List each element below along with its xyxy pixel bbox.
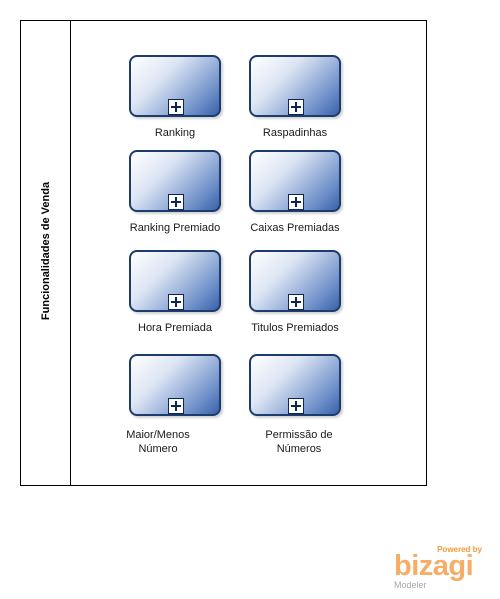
subprocess-ranking[interactable] bbox=[129, 55, 221, 117]
subprocess-titulos-premiados[interactable] bbox=[249, 250, 341, 312]
collapsed-subprocess-plus-icon[interactable] bbox=[168, 294, 184, 310]
subprocess-caixas-premiadas[interactable] bbox=[249, 150, 341, 212]
subprocess-label: Caixas Premiadas bbox=[250, 222, 340, 234]
subprocess-label: Permissão de Números bbox=[265, 429, 333, 455]
collapsed-subprocess-plus-icon[interactable] bbox=[168, 99, 184, 115]
pool-header: Funcionalidades de Venda bbox=[21, 21, 71, 485]
pool-title: Funcionalidades de Venda bbox=[40, 181, 52, 321]
subprocess-hora-premiada[interactable] bbox=[129, 250, 221, 312]
pool: Funcionalidades de Venda bbox=[20, 20, 427, 486]
subprocess-label: Titulos Premiados bbox=[251, 322, 339, 334]
collapsed-subprocess-plus-icon[interactable] bbox=[288, 294, 304, 310]
powered-by-text: Powered by bbox=[437, 545, 482, 554]
subprocess-label: Ranking bbox=[154, 127, 196, 139]
subprocess-label: Raspadinhas bbox=[262, 127, 328, 139]
brand-text: bizagi bbox=[394, 550, 474, 582]
collapsed-subprocess-plus-icon[interactable] bbox=[288, 99, 304, 115]
subprocess-raspadinhas[interactable] bbox=[249, 55, 341, 117]
collapsed-subprocess-plus-icon[interactable] bbox=[168, 194, 184, 210]
bizagi-logo: Powered by bizagi Modeler bbox=[392, 545, 482, 593]
product-text: Modeler bbox=[394, 580, 427, 590]
subprocess-maior-menos-numero[interactable] bbox=[129, 354, 221, 416]
subprocess-label: Hora Premiada bbox=[138, 322, 212, 334]
collapsed-subprocess-plus-icon[interactable] bbox=[288, 398, 304, 414]
subprocess-ranking-premiado[interactable] bbox=[129, 150, 221, 212]
collapsed-subprocess-plus-icon[interactable] bbox=[168, 398, 184, 414]
subprocess-label: Maior/Menos Número bbox=[126, 429, 190, 455]
collapsed-subprocess-plus-icon[interactable] bbox=[288, 194, 304, 210]
subprocess-permissao-de-numeros[interactable] bbox=[249, 354, 341, 416]
subprocess-label: Ranking Premiado bbox=[129, 222, 221, 234]
